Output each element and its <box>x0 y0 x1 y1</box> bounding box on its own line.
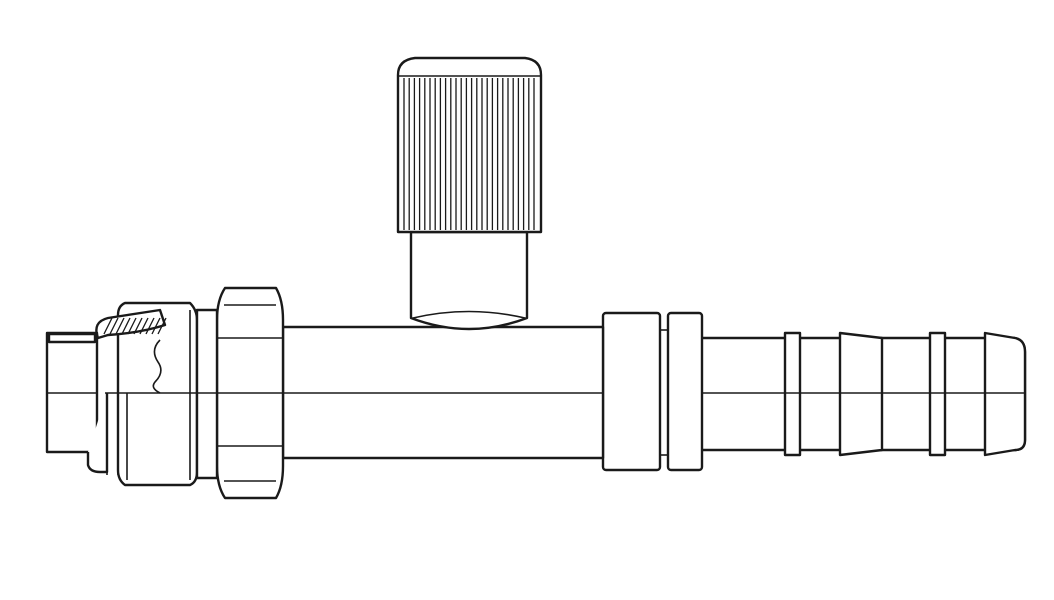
hatch-line <box>121 317 131 335</box>
collar-ring <box>666 311 704 472</box>
hatch-line <box>151 317 161 335</box>
hatch-line <box>157 317 167 335</box>
hatch-line <box>103 317 113 335</box>
knurled-cap <box>396 56 543 234</box>
crimp-sleeve <box>50 301 219 487</box>
hex-nut <box>215 286 285 500</box>
hatch-line <box>145 317 155 335</box>
hatch-line <box>115 317 125 335</box>
valve-stem <box>409 230 529 331</box>
barb-tail <box>698 331 1027 457</box>
hatch-line <box>127 317 137 335</box>
hose-end <box>45 331 109 474</box>
hatch-line <box>133 317 143 335</box>
collar <box>601 311 662 472</box>
hatch-line <box>109 317 119 335</box>
hatch-line <box>139 317 149 335</box>
